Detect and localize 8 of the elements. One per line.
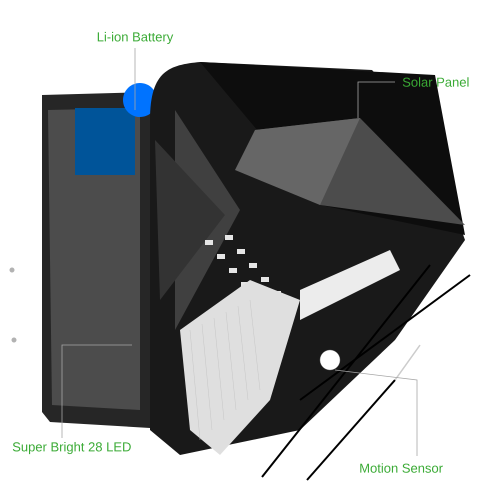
part-label: Super Bright 28 LED bbox=[12, 442, 131, 454]
part-label: Li-ion Battery bbox=[98, 32, 174, 44]
leader-line bbox=[358, 82, 396, 118]
part-label: Solar Panel bbox=[402, 77, 469, 87]
leader-line bbox=[134, 48, 136, 110]
part-label: Motion Sensor bbox=[360, 463, 443, 473]
leader-line bbox=[334, 370, 418, 456]
leader-line bbox=[62, 344, 132, 438]
